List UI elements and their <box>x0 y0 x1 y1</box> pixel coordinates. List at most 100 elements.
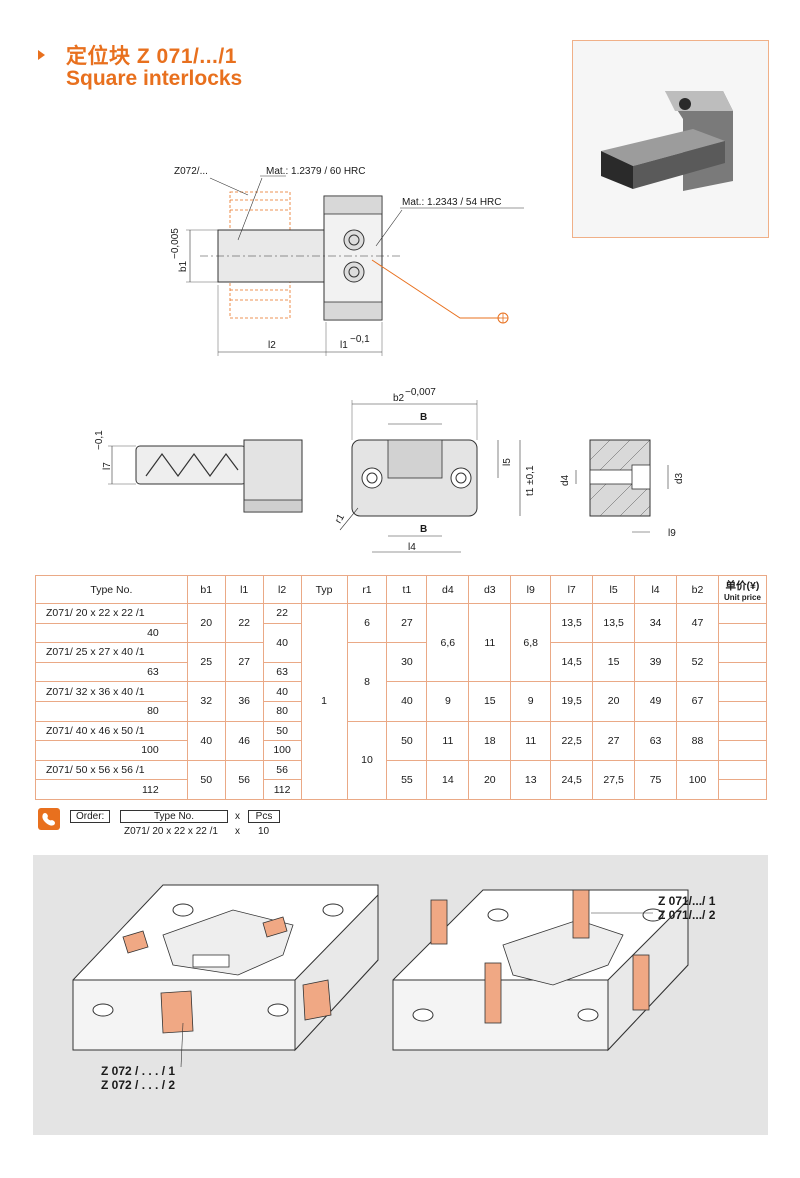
product-photo <box>572 40 769 238</box>
d3-cell: 20 <box>468 759 512 800</box>
l2-cell: 100 <box>262 740 302 761</box>
b2-cell: 100 <box>676 759 719 800</box>
dim-b2: b2 <box>393 393 405 404</box>
table-row: Z071/ 32 x 36 x 40 /1 32 36 40 40 9 15 9… <box>35 681 768 722</box>
l5-cell: 27 <box>592 720 636 761</box>
dim-b1-tol: −0,005 <box>170 228 181 259</box>
l2-cell: 80 <box>262 700 302 722</box>
l1-cell: 56 <box>224 759 264 800</box>
type-no-cell: 112 <box>35 779 188 800</box>
b1-cell: 32 <box>186 681 226 722</box>
application-illustration: Z 071/.../ 1 Z 071/.../ 2 Z 072 / . . . … <box>33 855 768 1135</box>
r1-cell: 8 <box>346 642 388 722</box>
price-cell <box>717 642 768 663</box>
order-x2: x <box>235 826 240 837</box>
col-l5: l5 <box>592 575 636 604</box>
col-l9: l9 <box>510 575 552 604</box>
dim-l1-tol: −0,1 <box>350 334 370 345</box>
l5-cell: 20 <box>592 681 636 722</box>
left-caption-2: Z 072 / . . . / 2 <box>101 1078 175 1092</box>
dim-l4: l4 <box>408 542 416 553</box>
price-cell <box>717 681 768 702</box>
dim-l2: l2 <box>268 340 276 351</box>
page-title-en: Square interlocks <box>66 67 243 90</box>
title-bullet-icon <box>38 50 45 60</box>
l2-cell: 40 <box>262 681 302 702</box>
right-caption-2: Z 071/.../ 2 <box>658 908 716 922</box>
l2-cell: 22 <box>262 603 302 624</box>
b1-cell: 20 <box>186 602 226 644</box>
d3-cell: 18 <box>468 720 512 761</box>
l7-cell: 19,5 <box>550 681 594 722</box>
table-row: Z071/ 40 x 46 x 50 /1 40 46 50 10 50 11 … <box>35 720 768 800</box>
order-example-type: Z071/ 20 x 22 x 22 /1 <box>124 826 218 837</box>
l1-cell: 36 <box>224 681 264 722</box>
type-no-cell: Z071/ 32 x 36 x 40 /1 <box>35 681 188 702</box>
l5-cell: 13,5 <box>592 602 636 644</box>
order-qty: 10 <box>258 826 270 837</box>
left-caption-1: Z 072 / . . . / 1 <box>101 1064 175 1078</box>
dim-B-top: B <box>420 412 427 423</box>
l1-cell: 27 <box>224 642 264 683</box>
b1-cell: 50 <box>186 759 226 800</box>
b2-cell: 88 <box>676 720 719 761</box>
b2-cell: 67 <box>676 681 719 722</box>
unit-price-cn: 单价(¥) <box>725 579 760 592</box>
dim-l7-tol: −0,1 <box>94 430 105 450</box>
d3-cell: 15 <box>468 681 512 722</box>
table-header-row: Type No. b1 l1 l2 Typ r1 t1 d4 d3 l9 l7 … <box>35 575 768 604</box>
col-r1: r1 <box>346 575 388 604</box>
table-row: Z071/ 50 x 56 x 56 /1 50 56 56 55 14 20 … <box>35 759 768 800</box>
type-no-cell: Z071/ 40 x 46 x 50 /1 <box>35 720 188 742</box>
l4-cell: 39 <box>634 642 678 683</box>
col-l2: l2 <box>262 575 302 604</box>
ref-part-label: Z072/... <box>174 166 208 177</box>
dim-t1: t1 ±0,1 <box>525 465 536 496</box>
type-no-cell: Z071/ 50 x 56 x 56 /1 <box>35 759 188 781</box>
left-mold-block <box>72 884 379 1068</box>
technical-drawing: Z072/... Mat.: 1.2379 / 60 HRC Mat.: 1.2… <box>94 166 685 553</box>
l9-cell: 9 <box>510 681 552 722</box>
l1-cell: 46 <box>224 720 264 761</box>
d4-cell: 6,6 <box>426 602 470 683</box>
type-no-cell: 80 <box>35 700 188 722</box>
right-mold-block <box>392 889 689 1052</box>
dim-b1: b1 <box>178 260 189 272</box>
table-row: Z071/ 20 x 22 x 22 /1 20 22 22 1 6 27 6,… <box>35 602 768 800</box>
l9-cell: 13 <box>510 759 552 800</box>
d4-cell: 14 <box>426 759 470 800</box>
l7-cell: 14,5 <box>550 642 594 683</box>
d4-cell: 11 <box>426 720 470 761</box>
l2-cell: 63 <box>262 661 302 683</box>
type-no-cell: Z071/ 25 x 27 x 40 /1 <box>35 642 188 663</box>
col-unit-price: 单价(¥) Unit price <box>717 575 768 604</box>
l1-cell: 22 <box>224 602 264 644</box>
dim-l9: l9 <box>668 528 676 539</box>
col-t1: t1 <box>386 575 428 604</box>
price-cell <box>717 622 768 644</box>
l4-cell: 75 <box>634 759 678 800</box>
price-cell <box>717 603 768 624</box>
price-cell <box>717 661 768 683</box>
dim-l7: l7 <box>102 462 113 470</box>
right-caption-1: Z 071/.../ 1 <box>658 894 716 908</box>
l5-cell: 27,5 <box>592 759 636 800</box>
dim-d3: d3 <box>674 472 685 484</box>
dim-B-bottom: B <box>420 524 427 535</box>
col-b2: b2 <box>676 575 719 604</box>
spec-table: Type No. b1 l1 l2 Typ r1 t1 d4 d3 l9 l7 … <box>35 575 768 800</box>
square-interlock-photo-icon <box>573 41 768 237</box>
price-cell <box>717 779 768 800</box>
l7-cell: 13,5 <box>550 602 594 644</box>
price-cell <box>717 720 768 742</box>
col-l7: l7 <box>550 575 594 604</box>
l4-cell: 49 <box>634 681 678 722</box>
order-x1: x <box>235 811 240 822</box>
price-cell <box>717 700 768 722</box>
col-b1: b1 <box>186 575 226 604</box>
table-row: 112 112 <box>35 779 768 800</box>
price-cell <box>717 759 768 781</box>
page-title-cn: 定位块 Z 071/.../1 <box>66 45 237 68</box>
l2-cell: 56 <box>262 759 302 781</box>
type-no-cell: 63 <box>35 661 188 683</box>
